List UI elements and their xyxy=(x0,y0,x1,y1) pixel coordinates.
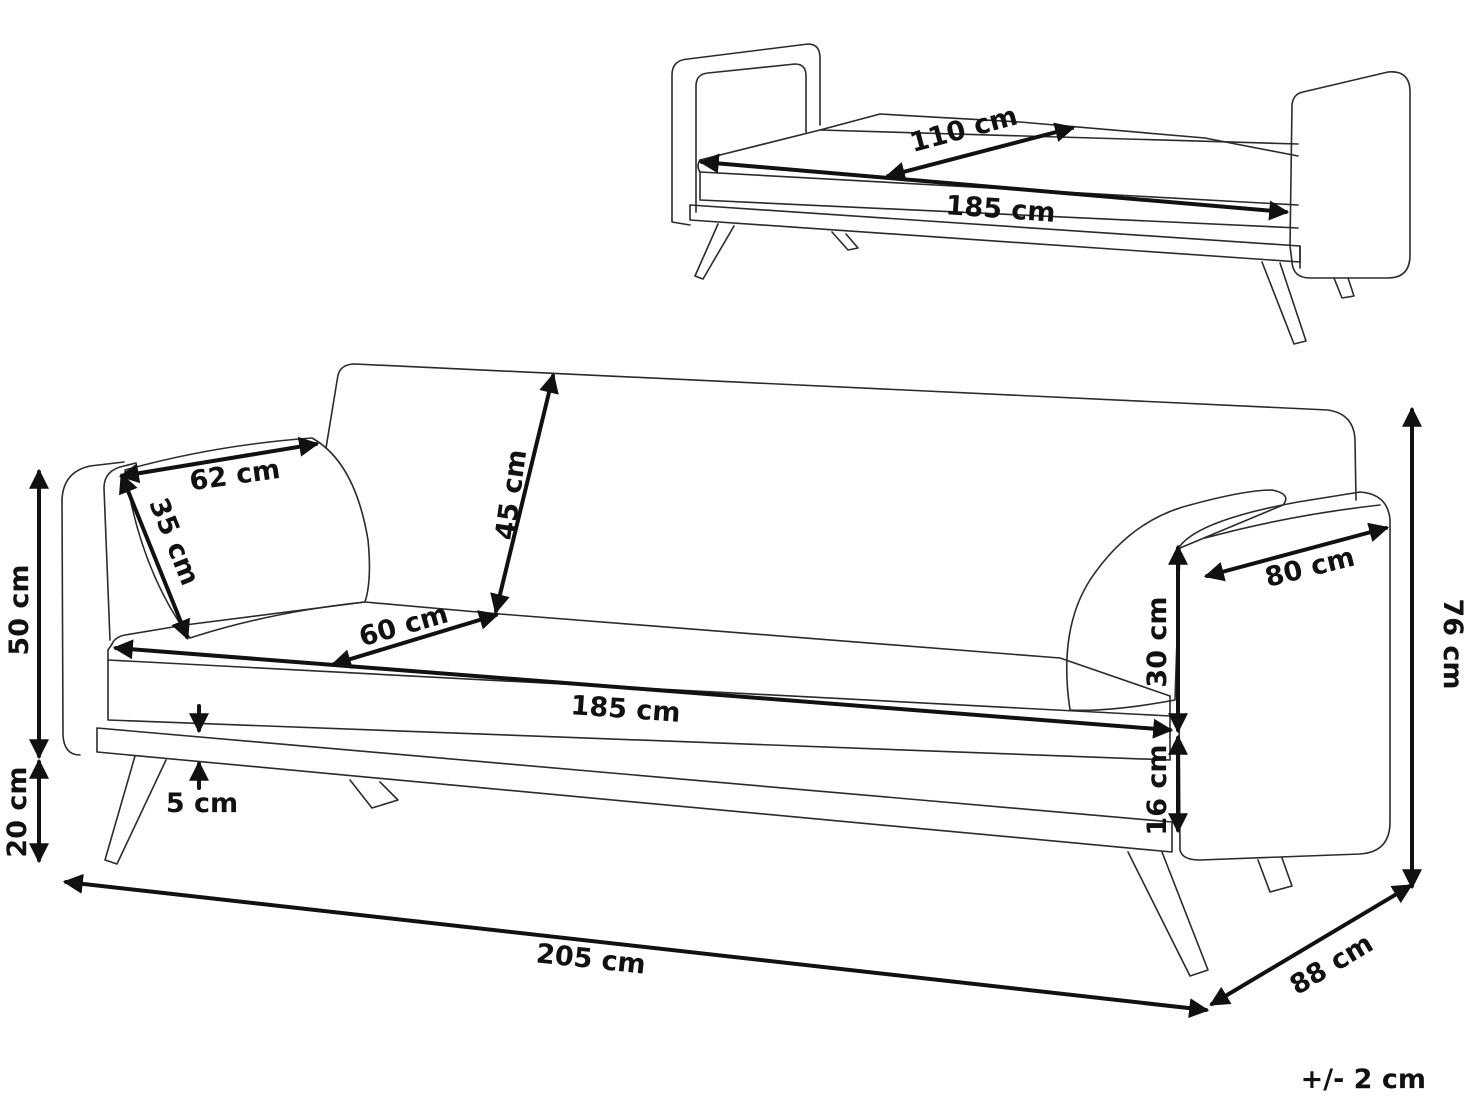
bed-leg-back xyxy=(831,231,859,251)
total-height-label: 76 cm xyxy=(1437,598,1468,689)
seat-base-height-label: 16 cm xyxy=(1142,744,1173,835)
seat-depth-label: 60 cm xyxy=(356,598,452,653)
sofa-right-armrest xyxy=(1177,491,1391,861)
total-depth-arrow xyxy=(1209,884,1413,1006)
cushion-length-arrow xyxy=(118,436,320,484)
sofa-leg-front-right xyxy=(1127,851,1209,977)
total-depth-label: 88 cm xyxy=(1285,928,1379,1002)
bed-right-armrest xyxy=(1289,71,1411,279)
seat-height-label: 50 cm xyxy=(4,564,35,655)
dimension-lines xyxy=(29,122,1422,1019)
sofa-base-frame xyxy=(96,727,1173,853)
cushion-height-arrow xyxy=(119,473,190,640)
total-width-arrow xyxy=(62,873,1210,1019)
bed-length-arrow xyxy=(698,153,1290,221)
bed-length-label: 185 cm xyxy=(945,190,1057,229)
cushion-length-label: 62 cm xyxy=(188,454,283,497)
seat-width-label: 185 cm xyxy=(570,690,682,729)
sofa-bed-drawing xyxy=(671,43,1411,345)
armrest-depth-arrow xyxy=(1203,522,1390,582)
bed-depth-label: 110 cm xyxy=(907,101,1021,159)
frame-thickness-label: 5 cm xyxy=(166,788,238,819)
sofa-leg-back-right xyxy=(1257,857,1293,893)
sofa-backrest xyxy=(325,363,1357,501)
bed-leg-right-back xyxy=(1333,277,1355,299)
backrest-height-label: 45 cm xyxy=(490,448,533,543)
tolerance-label: +/- 2 cm xyxy=(1301,1064,1426,1095)
bed-left-armrest xyxy=(671,43,821,226)
sofa-leg-back-left xyxy=(349,779,399,809)
cushion-height-label: 35 cm xyxy=(142,494,205,590)
backrest-height-arrow xyxy=(490,372,559,615)
sofa-left-armrest xyxy=(103,462,137,641)
seat-width-arrow xyxy=(112,639,1174,739)
bed-leg-front-right xyxy=(1261,261,1307,345)
bed-leg-front-left xyxy=(694,223,735,280)
sofa-leg-front-left xyxy=(104,755,167,865)
leg-height-label: 20 cm xyxy=(2,766,33,857)
dimension-labels: 110 cm 185 cm 62 cm 35 cm 45 cm 60 cm 18… xyxy=(2,101,1468,1095)
armrest-height-label: 30 cm xyxy=(1142,596,1173,687)
